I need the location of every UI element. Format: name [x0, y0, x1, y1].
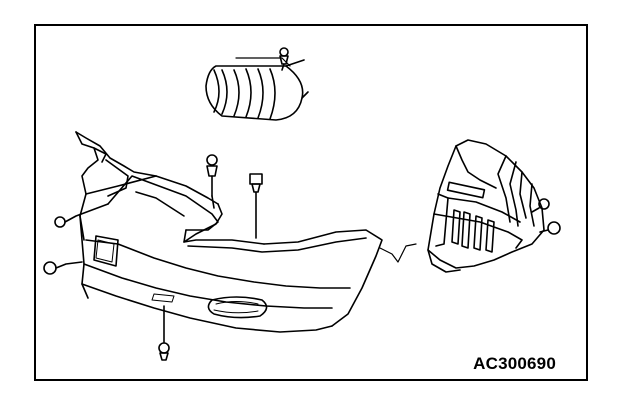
bottom-clip: [158, 305, 170, 361]
bumper-screw: [249, 173, 263, 239]
bumper-cover: [75, 131, 383, 333]
side-bracket: [427, 139, 545, 273]
exploded-view-drawing: [43, 47, 561, 361]
bumper-bolt: [206, 154, 218, 209]
break-line: [379, 243, 417, 263]
grille-part: [205, 57, 309, 121]
side-bracket-clip-lower: [539, 221, 561, 235]
left-clip-lower: [43, 261, 83, 275]
figure-id-label: AC300690: [473, 354, 556, 373]
side-bracket-clip-upper: [531, 198, 550, 213]
diagram-frame: AC300690: [34, 24, 588, 381]
grille-clip: [279, 47, 289, 71]
left-clip-upper: [54, 203, 109, 228]
